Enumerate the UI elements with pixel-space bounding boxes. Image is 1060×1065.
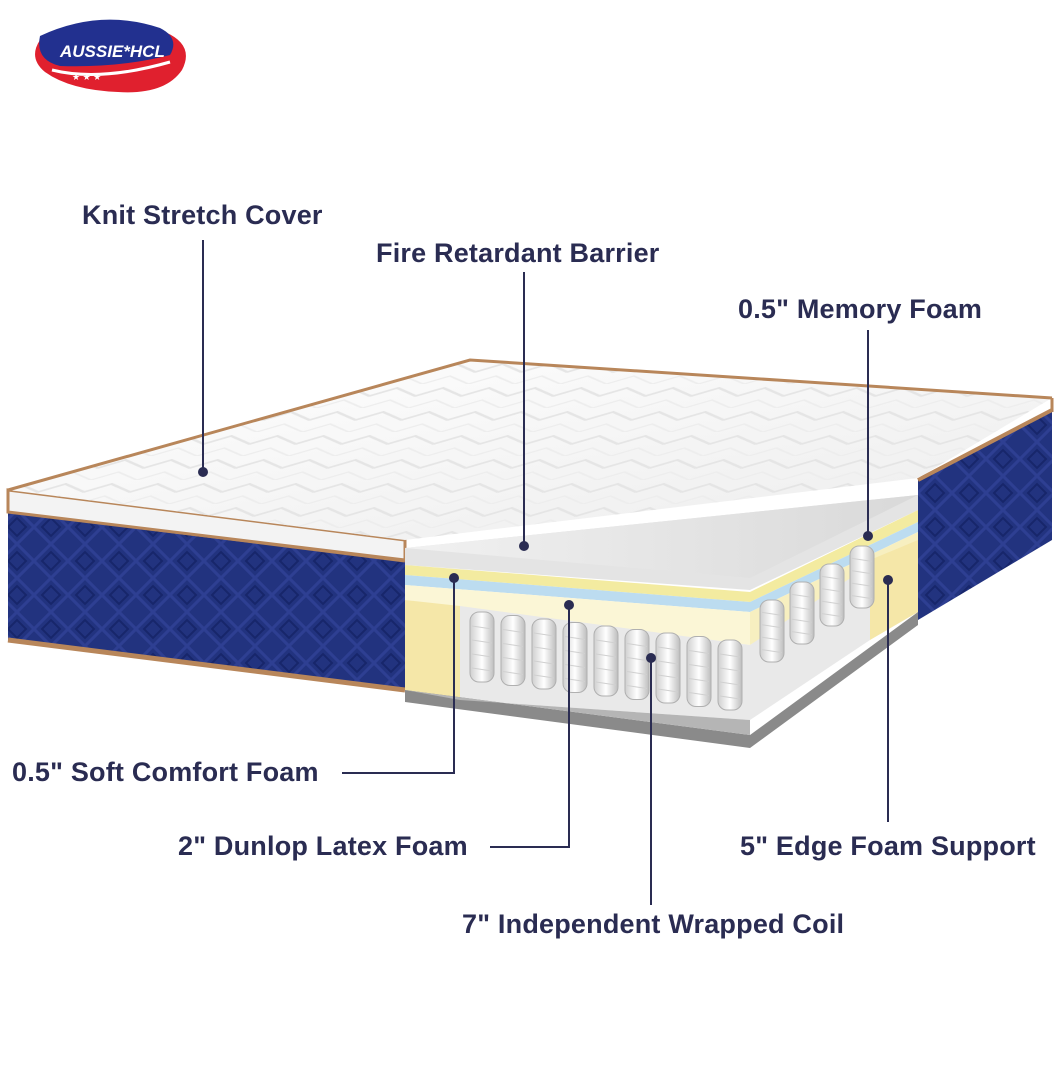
leader-lines — [202, 240, 889, 905]
logo-text: AUSSIE*HCL — [59, 42, 165, 61]
coil-ring — [719, 667, 741, 672]
coil-ring — [471, 653, 493, 658]
coil-ring — [761, 624, 783, 629]
coil-spring — [759, 599, 785, 663]
coil-spring — [717, 639, 743, 711]
coil-spring — [849, 545, 875, 609]
coil-spring — [819, 563, 845, 627]
svg-text:★ ★ ★: ★ ★ ★ — [72, 72, 101, 82]
coil-ring — [719, 681, 741, 686]
coil-ring — [719, 653, 741, 658]
coil-ring — [626, 643, 648, 647]
coil-ring — [533, 660, 555, 665]
coil-ring — [821, 588, 843, 593]
coil-ring — [821, 600, 843, 605]
coil-ring — [688, 678, 710, 682]
brand-logo: AUSSIE*HCL ★ ★ ★ — [35, 19, 186, 93]
label-knit-stretch-cover: Knit Stretch Cover — [82, 200, 323, 230]
coil-ring — [626, 685, 648, 689]
coil-spring — [593, 625, 619, 697]
label-dunlop-latex-foam: 2" Dunlop Latex Foam — [178, 831, 468, 861]
coil-ring — [502, 657, 524, 661]
coil-ring — [502, 629, 524, 633]
coil-spring — [469, 611, 495, 683]
coil-spring — [562, 622, 588, 693]
coil-ring — [657, 688, 679, 693]
mattress-body — [6, 358, 1054, 748]
coil-ring — [626, 671, 648, 675]
coil-spring — [531, 618, 557, 690]
coil-spring — [655, 632, 681, 704]
coil-ring — [595, 639, 617, 644]
coil-ring — [626, 657, 648, 661]
coil-ring — [761, 649, 783, 654]
coil-ring — [851, 582, 873, 587]
coil-ring — [688, 664, 710, 668]
coil-ring — [761, 636, 783, 641]
coil-spring — [789, 581, 815, 645]
wrapped-coils — [469, 545, 875, 711]
coil-ring — [471, 667, 493, 672]
coil-ring — [533, 632, 555, 637]
coil-ring — [688, 650, 710, 654]
coil-ring — [657, 674, 679, 679]
coil-ring — [851, 595, 873, 600]
coil-ring — [851, 570, 873, 575]
coil-ring — [657, 646, 679, 651]
coil-ring — [821, 575, 843, 580]
label-fire-retardant-barrier: Fire Retardant Barrier — [376, 238, 660, 268]
coil-ring — [533, 646, 555, 651]
coil-ring — [471, 639, 493, 644]
coil-spring — [624, 629, 650, 700]
coil-ring — [791, 593, 813, 598]
coil-ring — [688, 692, 710, 696]
coil-ring — [791, 618, 813, 623]
coil-ring — [851, 557, 873, 562]
leader-dots — [198, 467, 893, 663]
coil-ring — [821, 613, 843, 618]
coil-ring — [502, 671, 524, 675]
coil-ring — [595, 681, 617, 686]
coil-spring — [686, 636, 712, 707]
label-memory-foam: 0.5" Memory Foam — [738, 294, 983, 324]
coil-ring — [791, 631, 813, 636]
label-soft-comfort-foam: 0.5" Soft Comfort Foam — [12, 757, 319, 787]
coil-spring — [500, 615, 526, 686]
coil-ring — [533, 674, 555, 679]
coil-ring — [471, 625, 493, 630]
coil-ring — [791, 606, 813, 611]
coil-ring — [502, 643, 524, 647]
label-wrapped-coil: 7" Independent Wrapped Coil — [462, 909, 845, 939]
coil-ring — [719, 695, 741, 700]
coil-ring — [657, 660, 679, 665]
coil-ring — [595, 667, 617, 672]
coil-ring — [761, 611, 783, 616]
label-edge-foam-support: 5" Edge Foam Support — [740, 831, 1036, 861]
coil-ring — [595, 653, 617, 658]
